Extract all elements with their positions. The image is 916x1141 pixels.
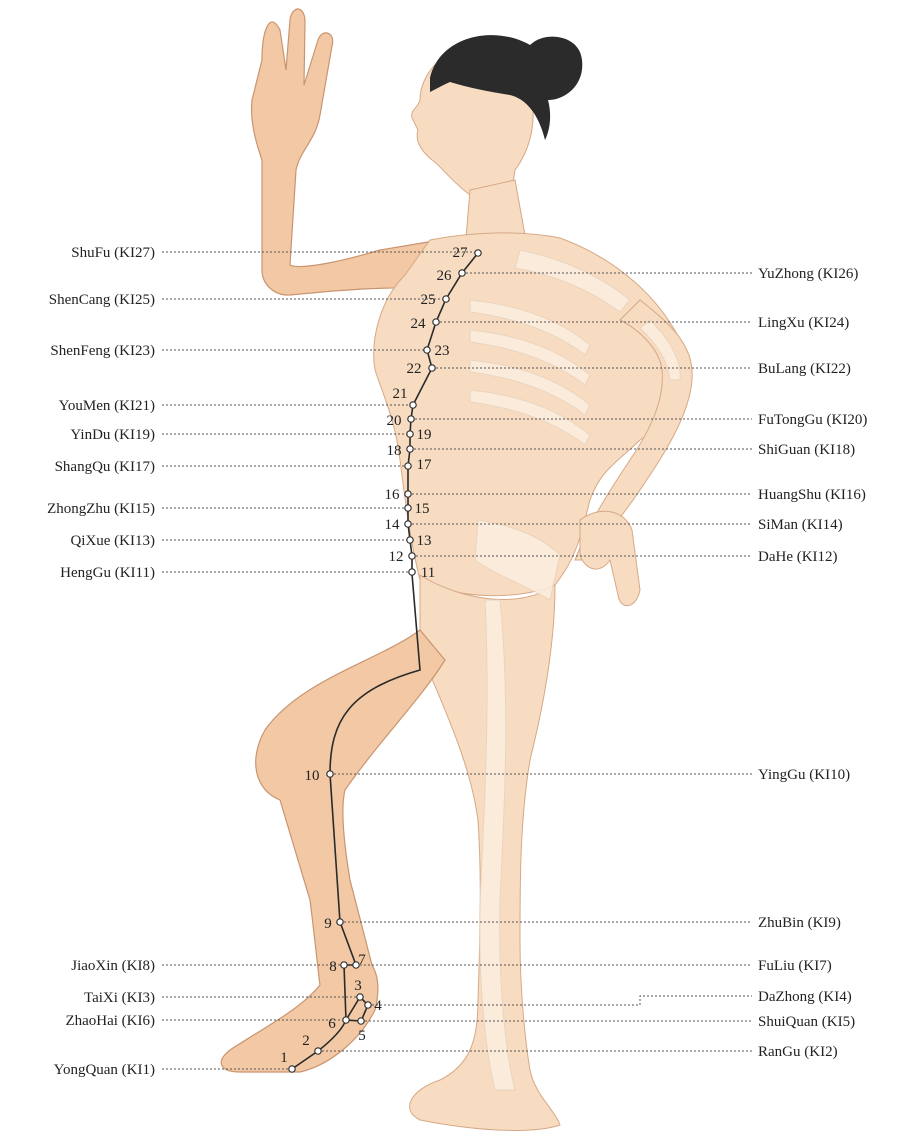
label-ki21: YouMen (KI21) bbox=[59, 398, 155, 414]
point-number-14: 14 bbox=[385, 517, 401, 533]
acupoint-ki1 bbox=[289, 1066, 295, 1072]
label-ki3: TaiXi (KI3) bbox=[84, 990, 155, 1006]
acupoint-ki5 bbox=[358, 1018, 364, 1024]
point-number-15: 15 bbox=[415, 501, 430, 517]
label-ki26: YuZhong (KI26) bbox=[758, 266, 858, 282]
acupoint-ki14 bbox=[405, 521, 411, 527]
acupoint-ki6 bbox=[343, 1017, 349, 1023]
acupoint-ki9 bbox=[337, 919, 343, 925]
point-number-22: 22 bbox=[407, 361, 422, 377]
acupoint-ki2 bbox=[315, 1048, 321, 1054]
acupoint-ki18 bbox=[407, 446, 413, 452]
label-ki9: ZhuBin (KI9) bbox=[758, 915, 841, 931]
point-number-23: 23 bbox=[435, 343, 450, 359]
acupoint-ki23 bbox=[424, 347, 430, 353]
label-ki17: ShangQu (KI17) bbox=[55, 459, 155, 475]
acupoint-ki12 bbox=[409, 553, 415, 559]
acupoint-ki20 bbox=[408, 416, 414, 422]
acupoint-ki24 bbox=[433, 319, 439, 325]
raised-leg bbox=[221, 630, 445, 1072]
point-number-12: 12 bbox=[389, 549, 404, 565]
point-number-11: 11 bbox=[421, 565, 435, 581]
point-number-4: 4 bbox=[374, 998, 382, 1014]
point-number-20: 20 bbox=[387, 413, 402, 429]
label-ki24: LingXu (KI24) bbox=[758, 315, 849, 331]
label-ki2: RanGu (KI2) bbox=[758, 1044, 838, 1060]
point-number-9: 9 bbox=[324, 916, 332, 932]
acupoint-ki16 bbox=[405, 491, 411, 497]
point-number-13: 13 bbox=[417, 533, 432, 549]
point-number-21: 21 bbox=[393, 386, 408, 402]
point-number-17: 17 bbox=[417, 457, 433, 473]
point-number-7: 7 bbox=[358, 952, 366, 968]
point-number-6: 6 bbox=[328, 1016, 336, 1032]
point-number-5: 5 bbox=[358, 1028, 366, 1044]
label-ki25: ShenCang (KI25) bbox=[49, 292, 155, 308]
label-ki12: DaHe (KI12) bbox=[758, 549, 838, 565]
hand-on-hip bbox=[580, 511, 640, 605]
label-ki7: FuLiu (KI7) bbox=[758, 958, 832, 974]
point-number-19: 19 bbox=[417, 427, 432, 443]
label-ki10: YingGu (KI10) bbox=[758, 767, 850, 783]
label-ki22: BuLang (KI22) bbox=[758, 361, 851, 377]
label-ki13: QiXue (KI13) bbox=[70, 533, 155, 549]
acupoint-ki8 bbox=[341, 962, 347, 968]
point-number-16: 16 bbox=[385, 487, 401, 503]
point-number-18: 18 bbox=[387, 443, 402, 459]
acupoint-ki25 bbox=[443, 296, 449, 302]
point-number-10: 10 bbox=[305, 768, 320, 784]
label-ki5: ShuiQuan (KI5) bbox=[758, 1014, 855, 1030]
point-number-24: 24 bbox=[411, 316, 427, 332]
label-ki16: HuangShu (KI16) bbox=[758, 487, 866, 503]
acupoint-ki10 bbox=[327, 771, 333, 777]
label-ki23: ShenFeng (KI23) bbox=[50, 343, 155, 359]
acupoint-ki15 bbox=[405, 505, 411, 511]
acupoint-ki21 bbox=[410, 402, 416, 408]
point-number-26: 26 bbox=[437, 268, 453, 284]
label-ki4: DaZhong (KI4) bbox=[758, 989, 852, 1005]
label-ki8: JiaoXin (KI8) bbox=[71, 958, 155, 974]
label-ki18: ShiGuan (KI18) bbox=[758, 442, 855, 458]
acupoint-ki11 bbox=[409, 569, 415, 575]
point-number-3: 3 bbox=[354, 978, 362, 994]
acupoint-ki3 bbox=[357, 994, 363, 1000]
labels-left: ShuFu (KI27) ShenCang (KI25) ShenFeng (K… bbox=[47, 245, 155, 1078]
body-illustration bbox=[221, 9, 692, 1130]
label-ki14: SiMan (KI14) bbox=[758, 517, 843, 533]
label-ki15: ZhongZhu (KI15) bbox=[47, 501, 155, 517]
label-ki1: YongQuan (KI1) bbox=[54, 1062, 155, 1078]
acupoint-ki4 bbox=[365, 1002, 371, 1008]
point-number-2: 2 bbox=[302, 1033, 310, 1049]
acupoint-ki17 bbox=[405, 463, 411, 469]
labels-right: YuZhong (KI26) LingXu (KI24) BuLang (KI2… bbox=[758, 266, 867, 1060]
acupoint-ki26 bbox=[459, 270, 465, 276]
point-number-1: 1 bbox=[280, 1050, 288, 1066]
label-ki19: YinDu (KI19) bbox=[70, 427, 155, 443]
point-number-25: 25 bbox=[421, 292, 436, 308]
label-ki20: FuTongGu (KI20) bbox=[758, 412, 867, 428]
label-ki11: HengGu (KI11) bbox=[60, 565, 155, 581]
acupoint-ki19 bbox=[407, 431, 413, 437]
acupoint-ki13 bbox=[407, 537, 413, 543]
acupoint-ki27 bbox=[475, 250, 481, 256]
point-number-27: 27 bbox=[453, 245, 469, 261]
label-ki6: ZhaoHai (KI6) bbox=[65, 1013, 155, 1029]
point-number-8: 8 bbox=[329, 959, 337, 975]
acupoint-ki22 bbox=[429, 365, 435, 371]
label-ki27: ShuFu (KI27) bbox=[71, 245, 155, 261]
